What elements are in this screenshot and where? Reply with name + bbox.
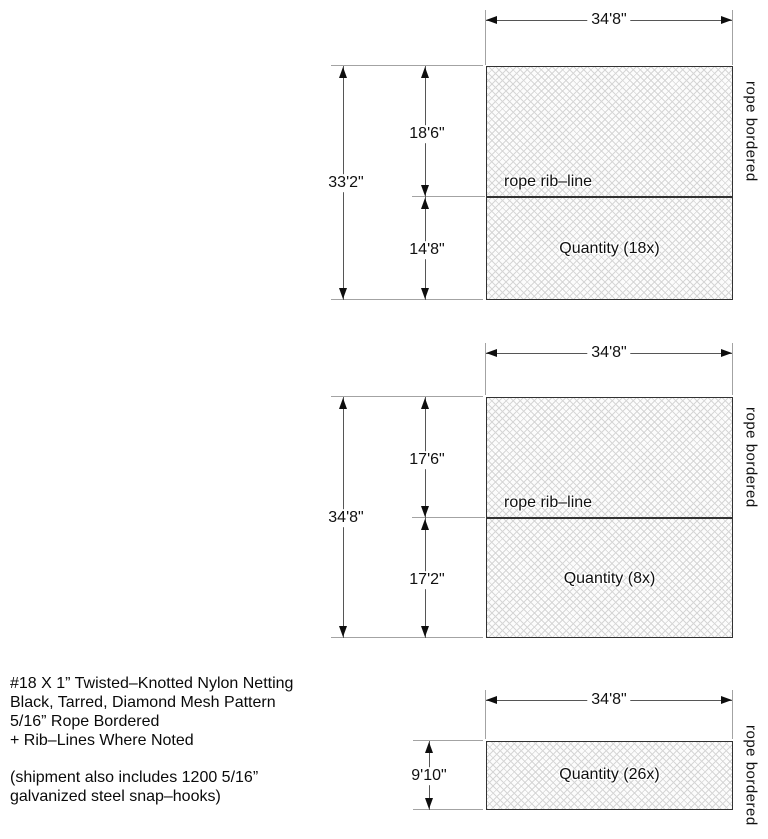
rope-bordered-text: rope bordered <box>742 407 760 508</box>
panel3-quantity-label: Quantity (26x) <box>559 766 660 783</box>
extension-line <box>331 637 483 638</box>
panel3-height-label: 9'10" <box>407 767 451 785</box>
rib-extension-line <box>412 517 485 518</box>
arrowhead-right-icon <box>721 696 732 704</box>
panel1-quantity-label: Quantity (18x) <box>559 240 660 257</box>
rope-rib-line <box>487 196 732 198</box>
extension-line <box>331 65 483 66</box>
netting-panel-1: rope rib–line Quantity (18x) <box>486 66 733 300</box>
extension-line <box>485 690 486 739</box>
arrowhead-left-icon <box>486 16 497 24</box>
netting-panel-3: Quantity (26x) <box>486 741 733 810</box>
rope-bordered-text: rope bordered <box>742 725 760 826</box>
extension-line <box>413 740 483 741</box>
extension-line <box>331 396 483 397</box>
extension-line <box>331 299 483 300</box>
notes-line: Black, Tarred, Diamond Mesh Pattern <box>10 694 276 711</box>
panel1-overall-height-label: 33'2" <box>324 174 368 192</box>
arrowhead-down-icon <box>421 185 429 196</box>
rope-bordered-text: rope bordered <box>742 81 760 182</box>
specification-notes: #18 X 1” Twisted–Knotted Nylon Netting B… <box>10 674 293 806</box>
panel1-upper-section-label: 18'6" <box>405 125 449 143</box>
arrowhead-left-icon <box>486 696 497 704</box>
panel2-quantity-label: Quantity (8x) <box>563 570 656 587</box>
arrowhead-up-icon <box>421 198 429 209</box>
panel2-overall-height-label: 34'8" <box>324 509 368 527</box>
extension-line <box>732 343 733 395</box>
section-height-dimension-line <box>425 397 426 638</box>
extension-line <box>732 10 733 65</box>
notes-line: (shipment also includes 1200 5/16” <box>10 769 259 786</box>
notes-line: 5/16” Rope Bordered <box>10 713 160 730</box>
arrowhead-down-icon <box>339 626 347 637</box>
arrowhead-down-icon <box>339 288 347 299</box>
arrowhead-right-icon <box>721 16 732 24</box>
panel1-rib-label: rope rib–line <box>504 173 593 190</box>
rope-rib-line <box>487 517 732 519</box>
panel1-lower-section-label: 14'8" <box>405 241 449 259</box>
arrowhead-up-icon <box>421 398 429 409</box>
arrowhead-right-icon <box>721 349 732 357</box>
arrowhead-down-icon <box>421 288 429 299</box>
notes-line: galvanized steel snap–hooks) <box>10 788 221 805</box>
arrowhead-up-icon <box>421 519 429 530</box>
panel2-upper-section-label: 17'6" <box>405 451 449 469</box>
panel3-side-label: rope bordered <box>737 725 765 826</box>
arrowhead-down-icon <box>421 506 429 517</box>
panel2-rib-label: rope rib–line <box>504 494 593 511</box>
arrowhead-down-icon <box>421 626 429 637</box>
extension-line <box>485 10 486 65</box>
arrowhead-up-icon <box>421 67 429 78</box>
netting-panel-2: rope rib–line Quantity (8x) <box>486 397 733 638</box>
notes-line: #18 X 1” Twisted–Knotted Nylon Netting <box>10 675 294 692</box>
extension-line <box>732 690 733 739</box>
extension-line <box>413 809 483 810</box>
panel2-side-label: rope bordered <box>737 397 765 518</box>
arrowhead-down-icon <box>425 798 433 809</box>
arrowhead-up-icon <box>425 742 433 753</box>
arrowhead-left-icon <box>486 349 497 357</box>
panel3-width-label: 34'8" <box>587 691 631 709</box>
rib-extension-line <box>412 196 485 197</box>
notes-line: + Rib–Lines Where Noted <box>10 732 194 749</box>
panel2-lower-section-label: 17'2" <box>405 571 449 589</box>
arrowhead-up-icon <box>339 398 347 409</box>
panel1-width-label: 34'8" <box>587 11 631 29</box>
panel2-width-label: 34'8" <box>587 344 631 362</box>
panel1-side-label: rope bordered <box>737 66 765 197</box>
extension-line <box>485 343 486 395</box>
section-height-dimension-line <box>425 66 426 300</box>
arrowhead-up-icon <box>339 67 347 78</box>
notes-gap <box>10 750 293 768</box>
